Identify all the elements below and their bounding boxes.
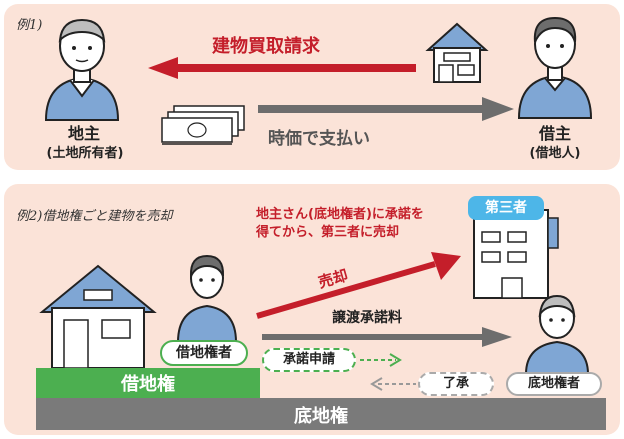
payment-arrow bbox=[258, 97, 514, 121]
note-line2: 得てから、第三者に売却 bbox=[256, 225, 400, 240]
purchase-request-label: 建物買取請求 bbox=[212, 36, 320, 57]
landowner-subtitle: (土地所有者) bbox=[46, 146, 124, 161]
payment-label: 時価で支払い bbox=[268, 129, 370, 149]
request-pill: 承諾申請 bbox=[262, 348, 356, 372]
leasehold-bar-label: 借地権 bbox=[121, 374, 175, 395]
leaseholder-badge: 借地権者 bbox=[160, 340, 248, 366]
money-icon bbox=[161, 105, 245, 145]
approval-pill: 了承 bbox=[418, 372, 494, 396]
approval-arrow bbox=[370, 377, 416, 391]
purchase-request-arrow bbox=[148, 57, 416, 79]
transfer-fee-label: 譲渡承諾料 bbox=[332, 310, 402, 326]
tenant-person-icon bbox=[517, 16, 593, 119]
land-bar-label: 底地権 bbox=[294, 406, 348, 427]
leasehold-house-icon bbox=[39, 264, 157, 369]
landowner2-person-icon bbox=[524, 294, 590, 375]
landowner-person-icon bbox=[44, 18, 120, 121]
third-party-badge: 第三者 bbox=[468, 196, 544, 220]
leaseholder-person-icon bbox=[176, 254, 238, 343]
land-bar bbox=[36, 398, 606, 430]
landowner-badge: 底地権者 bbox=[506, 372, 602, 396]
note-line1: 地主さん(底地権者)に承諾を bbox=[256, 207, 424, 222]
example1-label: 例1) bbox=[16, 18, 43, 33]
request-arrow bbox=[360, 353, 402, 367]
example2-label: 例2)借地権ごと建物を売却 bbox=[16, 209, 173, 224]
house-icon bbox=[425, 22, 489, 83]
tenant-title: 借主 bbox=[538, 124, 571, 143]
landowner-title: 地主 bbox=[67, 124, 100, 143]
leasehold-bar bbox=[36, 368, 260, 398]
sale-arrow bbox=[256, 252, 461, 319]
tenant-subtitle: (借地人) bbox=[529, 146, 581, 161]
transfer-fee-arrow bbox=[262, 327, 512, 347]
building-icon bbox=[473, 209, 559, 299]
